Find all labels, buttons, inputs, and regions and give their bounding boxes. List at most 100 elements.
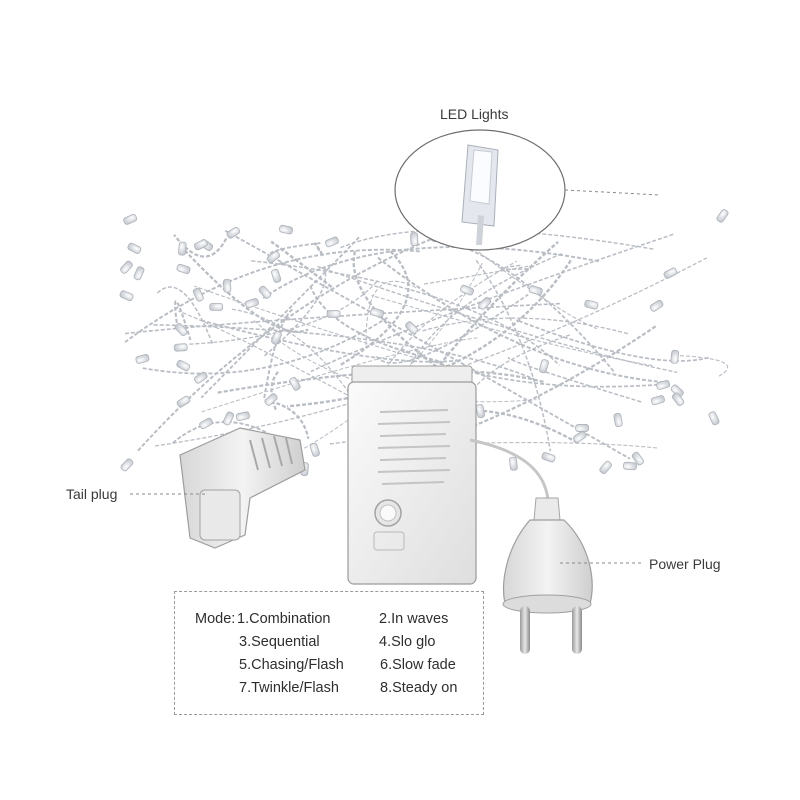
controller-button-icon <box>374 499 402 527</box>
led-bulb <box>258 285 272 299</box>
wire-strand <box>475 259 552 452</box>
led-bulb <box>671 392 685 406</box>
wire-strand <box>194 285 420 360</box>
led-bulb <box>178 241 187 256</box>
led-bulb <box>222 411 235 426</box>
led-bulb <box>235 411 250 421</box>
wire-strand <box>456 334 571 438</box>
wire-strand <box>251 260 560 366</box>
led-bulb <box>478 296 492 310</box>
controller-box <box>347 365 477 585</box>
led-bulb <box>663 267 678 279</box>
led-bulb <box>271 268 282 283</box>
wire-strand <box>124 302 560 335</box>
wire-strand <box>270 240 333 288</box>
led-bulb <box>475 404 486 419</box>
power-cord <box>469 438 550 501</box>
led-bulbs <box>119 209 729 477</box>
mode-item: 5.Chasing/Flash <box>239 657 344 673</box>
wire-strand <box>400 348 660 388</box>
mode-item: 3.Sequential <box>239 634 320 650</box>
wire-strand <box>371 294 653 367</box>
wire-strand <box>142 316 390 375</box>
led-bulb <box>192 287 204 302</box>
led-bulb <box>326 310 341 318</box>
wire-strand <box>200 236 360 399</box>
power-plug-label: Power Plug <box>649 556 721 572</box>
led-bulb <box>278 224 294 235</box>
led-bulb <box>309 442 320 457</box>
led-bulb <box>599 460 612 474</box>
wire-strand <box>317 265 678 374</box>
led-bulb <box>324 236 339 248</box>
wire-strand <box>673 354 729 377</box>
led-bulb <box>656 379 671 390</box>
led-bulb <box>509 456 518 471</box>
led-bulb <box>670 349 680 364</box>
wire-strand <box>377 256 665 384</box>
led-bulb <box>120 260 133 274</box>
led-bulb <box>613 412 623 428</box>
wire-strand <box>270 370 280 411</box>
led-bulb <box>271 330 282 345</box>
led-bulb <box>176 263 191 275</box>
led-bulb <box>135 353 150 364</box>
wire-strand <box>173 234 228 258</box>
led-bulb <box>716 209 729 223</box>
tail-plug-label: Tail plug <box>66 486 118 502</box>
led-bulb <box>289 376 301 391</box>
led-bulb <box>226 226 241 239</box>
wire-strand <box>375 293 529 364</box>
wire-strand <box>507 356 642 403</box>
mode-list-box: Mode: 1.Combination 2.In waves 3.Sequent… <box>174 591 484 715</box>
led-bulb <box>370 307 385 318</box>
led-bulb <box>264 393 278 406</box>
mode-item: 6.Slow fade <box>380 657 456 673</box>
led-bulb <box>199 417 213 430</box>
led-zoom-callout <box>394 129 661 251</box>
wire-strand <box>231 308 376 436</box>
led-bulb <box>194 371 208 384</box>
wire-strand <box>124 248 420 343</box>
wire-strand <box>352 249 443 372</box>
led-bulb <box>573 430 587 443</box>
led-bulb <box>222 278 232 293</box>
mode-item: 8.Steady on <box>380 680 458 696</box>
wire-strand <box>137 237 435 452</box>
wire-strand <box>340 249 410 366</box>
wire-strand <box>310 233 674 373</box>
wire-strand <box>365 280 417 348</box>
led-bulb <box>623 461 637 471</box>
led-bulb <box>173 343 188 352</box>
mode-item: 1.Combination <box>237 611 331 627</box>
led-bulb <box>133 266 145 281</box>
wire-strand <box>399 324 658 454</box>
mode-item: 2.In waves <box>379 611 449 627</box>
wire-strand <box>172 421 269 444</box>
tail-plug-icon <box>179 427 306 549</box>
led-bulb-icon <box>461 144 499 245</box>
led-lights-label: LED Lights <box>440 106 509 122</box>
mode-item: 7.Twinkle/Flash <box>239 680 339 696</box>
wire-strand <box>500 264 532 270</box>
led-bulb <box>631 451 644 466</box>
led-bulb <box>209 302 224 311</box>
wire-strand <box>264 264 327 357</box>
wire-strand <box>224 229 631 460</box>
led-bulb <box>176 359 191 372</box>
wire-strand <box>516 319 709 362</box>
led-bulb <box>649 299 664 312</box>
led-bulb <box>650 395 665 406</box>
mode-item: 4.Slo glo <box>379 634 436 650</box>
led-bulb <box>176 395 191 408</box>
led-bulb <box>528 285 543 296</box>
wire-strand <box>199 337 478 413</box>
mode-prefix: Mode: <box>195 611 236 627</box>
led-bulb <box>410 232 419 247</box>
led-bulb <box>127 242 142 254</box>
led-bulb <box>120 458 134 472</box>
wire-strand <box>448 241 615 372</box>
wire-strand <box>422 317 629 335</box>
led-bulb <box>405 321 418 335</box>
